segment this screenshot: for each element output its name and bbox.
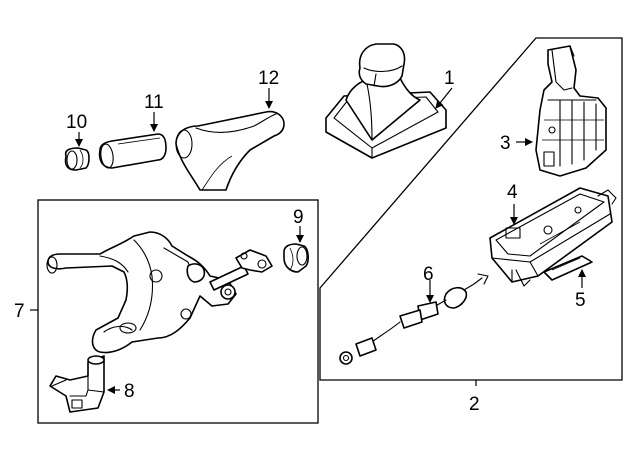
part-6-shift-cable — [339, 273, 489, 365]
part-5-pad — [543, 255, 593, 281]
assembly-7-frame — [37, 199, 319, 424]
part-7-lever-assembly — [46, 231, 273, 354]
callout-4: 4 — [507, 182, 518, 203]
part-8-switch-bracket — [49, 355, 105, 413]
part-10-knob-cap — [64, 147, 90, 171]
part-9-bushing — [283, 243, 309, 273]
callout-11: 11 — [144, 92, 164, 113]
callout-12: 12 — [258, 68, 279, 89]
callout-7: 7 — [14, 301, 25, 322]
part-12-shift-boot — [175, 110, 285, 191]
part-4-base-housing — [489, 187, 617, 287]
part-3-shifter-mechanism — [535, 45, 607, 177]
callout-6: 6 — [423, 264, 434, 285]
callout-8: 8 — [124, 381, 135, 402]
leader-1 — [435, 87, 453, 109]
callout-5: 5 — [575, 290, 586, 311]
callout-3: 3 — [500, 133, 511, 154]
callout-10: 10 — [66, 112, 87, 133]
assembly-2-frame — [319, 37, 623, 381]
callout-1: 1 — [444, 68, 455, 89]
part-11-sleeve — [98, 133, 167, 169]
callout-2: 2 — [469, 394, 480, 415]
part-1-shift-knob-bezel — [325, 43, 447, 159]
callout-9: 9 — [293, 207, 304, 228]
